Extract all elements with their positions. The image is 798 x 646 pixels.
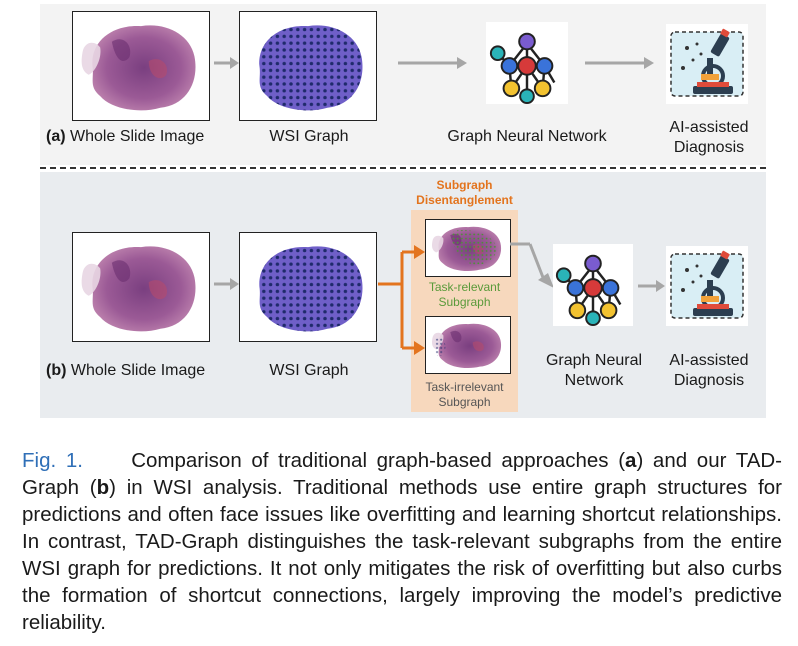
caption-a: a (625, 449, 637, 472)
figure-caption: Fig. 1. Comparison of traditional graph-… (22, 447, 782, 636)
panel-a-graph-label: WSI Graph (269, 128, 349, 145)
section-divider (40, 167, 766, 169)
whole-slide-image-b (72, 232, 210, 342)
arrow-a-2 (398, 57, 467, 69)
task-irrelevant-subgraph-image (425, 316, 511, 374)
caption-text-2: ) and our TAD-Graph ( (22, 449, 783, 499)
whole-slide-image-a (72, 11, 210, 121)
wsi-graph-image-b (239, 232, 377, 342)
caption-b: b (96, 476, 110, 499)
panel-a-wsi-label: (a) Whole Slide Image (46, 128, 205, 145)
arrow-a-3 (585, 57, 654, 69)
arrow-b-2 (510, 242, 554, 288)
panel-a-gnn-label: Graph Neural Network (447, 128, 607, 145)
graph-neural-network-icon-b (553, 244, 633, 326)
caption-text-3: ) in WSI analysis. Traditional methods u… (22, 476, 782, 634)
microscope-diagnosis-icon-b (666, 246, 748, 326)
microscope-diagnosis-icon (666, 24, 748, 104)
panel-b-graph-label: WSI Graph (269, 362, 349, 379)
arrow-b-3 (638, 280, 665, 292)
task-relevant-subgraph-image (425, 219, 511, 277)
graph-neural-network-icon (486, 22, 568, 104)
orange-split-arrows (378, 245, 425, 355)
figure-label: Fig. 1. (22, 449, 83, 472)
panel-b-wsi-label: (b) Whole Slide Image (46, 362, 206, 379)
caption-text-1: Comparison of traditional graph-based ap… (131, 449, 626, 472)
arrow-b-1 (214, 278, 239, 290)
wsi-graph-image-a (239, 11, 377, 121)
arrow-a-1 (214, 57, 239, 69)
